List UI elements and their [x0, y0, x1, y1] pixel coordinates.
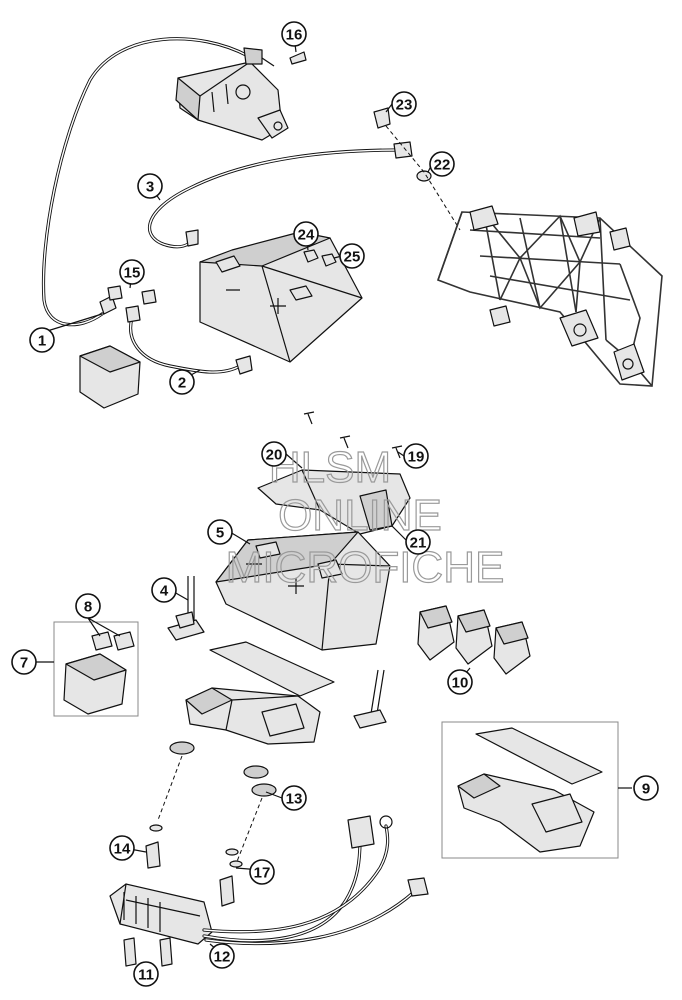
callout-22: 22 — [429, 151, 455, 177]
regulator-12 — [109, 815, 429, 946]
callout-1-label: 1 — [38, 333, 46, 350]
callout-21: 21 — [405, 529, 431, 555]
cable-1 — [41, 37, 275, 327]
watermark-line-3: MICROFICHE — [226, 543, 505, 592]
screws-11 — [123, 937, 173, 967]
callout-11-label: 11 — [138, 967, 154, 984]
callout-14: 14 — [109, 835, 135, 861]
callout-21-label: 21 — [410, 535, 427, 552]
bolt-23-washer-22 — [373, 107, 461, 231]
pad-6 — [209, 641, 335, 697]
callout-4-label: 4 — [160, 583, 169, 600]
callout-13-label: 13 — [286, 791, 303, 808]
callout-3: 3 — [137, 173, 163, 199]
watermark: HLSM ONLINE MICROFICHE — [225, 442, 505, 592]
callout-8-label: 8 — [84, 599, 92, 616]
callout-23: 23 — [391, 91, 417, 117]
battery-top — [199, 231, 363, 363]
callout-17: 17 — [249, 859, 275, 885]
callout-19-label: 19 — [408, 449, 425, 466]
callout-9: 9 — [633, 775, 659, 801]
bolt-4 — [167, 576, 205, 641]
callout-1: 1 — [29, 327, 55, 353]
callout-13: 13 — [281, 785, 307, 811]
callout-17-label: 17 — [254, 865, 271, 882]
callout-12-label: 12 — [214, 949, 231, 966]
callout-15-label: 15 — [124, 265, 141, 282]
battery-5 — [215, 531, 391, 651]
callout-16-label: 16 — [286, 27, 303, 44]
cable-3 — [147, 141, 413, 249]
screws-19-20 — [303, 411, 403, 459]
callout-14-label: 14 — [114, 841, 131, 858]
motorcycle-frame — [436, 205, 663, 387]
bolt-right — [353, 669, 387, 729]
callout-3-label: 3 — [146, 179, 154, 196]
callout-7: 7 — [11, 649, 37, 675]
cable-2 — [125, 305, 253, 375]
bolts-15 — [107, 285, 157, 305]
callout-10-label: 10 — [452, 675, 469, 692]
callout-2-label: 2 — [178, 375, 186, 392]
box-9 — [441, 721, 619, 859]
callout-22-label: 22 — [434, 157, 451, 174]
callout-10: 10 — [447, 669, 473, 695]
callout-25: 25 — [339, 243, 365, 269]
callout-2: 2 — [169, 369, 195, 395]
callout-11: 11 — [133, 961, 159, 987]
relays-10 — [417, 605, 531, 675]
callout-20: 20 — [261, 441, 287, 467]
callout-25-label: 25 — [344, 249, 361, 266]
callout-20-label: 20 — [266, 447, 283, 464]
bolts-14-17 — [145, 824, 243, 907]
callout-8: 8 — [75, 593, 101, 619]
callout-5: 5 — [207, 519, 233, 545]
watermark-line-1: HLSM — [269, 443, 391, 492]
bracket-21 — [257, 469, 411, 535]
box-7 — [53, 621, 139, 717]
battery-tray — [185, 687, 321, 745]
callout-12: 12 — [209, 943, 235, 969]
screw-16 — [289, 51, 307, 65]
callout-24: 24 — [293, 221, 319, 247]
callout-7-label: 7 — [20, 655, 28, 672]
grommets-13 — [157, 741, 277, 865]
callout-4: 4 — [151, 577, 177, 603]
starter-motor — [175, 61, 289, 141]
callout-24-label: 24 — [298, 227, 315, 244]
callout-23-label: 23 — [396, 97, 413, 114]
callout-5-label: 5 — [216, 525, 224, 542]
callout-9-label: 9 — [642, 781, 650, 798]
callout-15: 15 — [119, 259, 145, 285]
callout-16: 16 — [281, 21, 307, 47]
terminal-cover — [79, 345, 141, 409]
nuts-24-25 — [303, 249, 337, 267]
callout-19: 19 — [403, 443, 429, 469]
